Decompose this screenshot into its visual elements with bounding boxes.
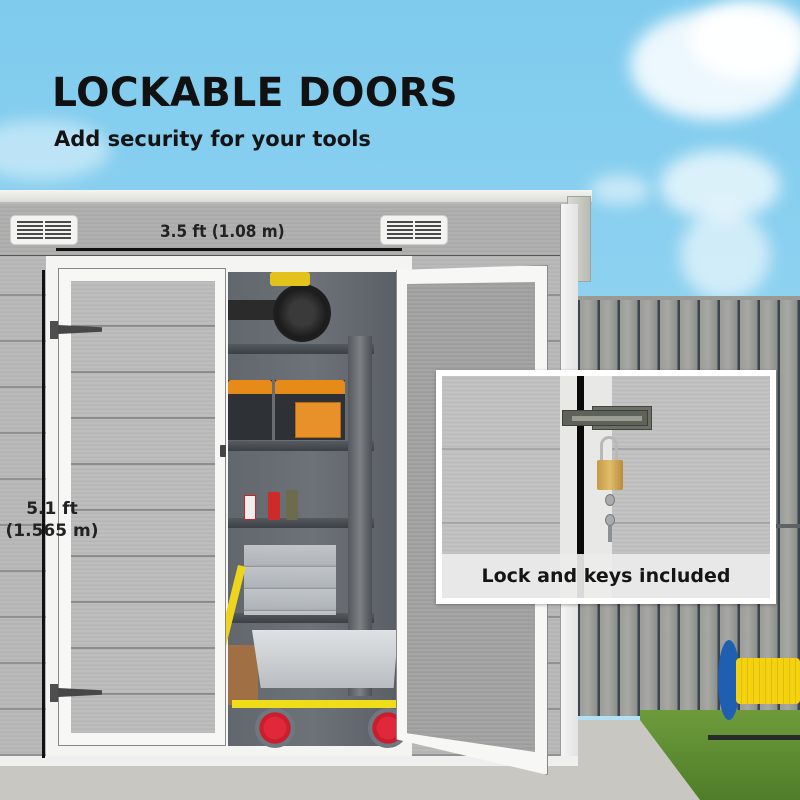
padlock-shackle: [600, 436, 618, 462]
hose-reel-icon: [718, 640, 740, 720]
garden-cart-tub: [252, 630, 398, 688]
lock-closeup-photo: Lock and keys included: [442, 376, 770, 598]
glue-tube-icon: [244, 495, 256, 520]
height-dimension-label: 5.1 ft (1.565 m): [4, 498, 100, 542]
shelf: [228, 518, 374, 528]
width-dimension-line: [56, 248, 402, 251]
cardboard-box: [228, 645, 258, 705]
leaf-blower-handle: [270, 272, 310, 286]
hose-reel-stand: [708, 735, 800, 740]
latch-bolt: [572, 416, 642, 421]
vent-icon: [10, 215, 78, 245]
height-dimension-line: [42, 270, 45, 758]
garden-hose: [736, 658, 800, 704]
shelf: [228, 613, 374, 623]
page-title: LOCKABLE DOORS: [52, 70, 459, 116]
toolbox-icon: [275, 380, 345, 440]
key-icon: [605, 514, 615, 526]
shelf: [228, 441, 374, 451]
key-blade: [608, 526, 612, 542]
width-dimension-label: 3.5 ft (1.08 m): [160, 222, 285, 242]
cart-wheel-icon: [255, 708, 295, 748]
cloud: [590, 175, 650, 205]
cloud: [690, 0, 800, 80]
key-icon: [605, 494, 615, 506]
height-ft: 5.1 ft: [26, 499, 78, 519]
page-subtitle: Add security for your tools: [54, 127, 371, 151]
shed-header-panel: [0, 204, 578, 256]
inset-caption-bar: Lock and keys included: [442, 554, 770, 598]
storage-bins: [244, 545, 336, 615]
shed-roof: [0, 190, 592, 204]
leaf-blower-tube: [228, 300, 278, 320]
cloud: [660, 150, 780, 220]
cloud: [680, 210, 770, 300]
toolbox-icon: [228, 380, 272, 440]
lock-detail-inset: Lock and keys included: [436, 370, 776, 604]
hinge-icon: [50, 684, 102, 702]
left-door[interactable]: [58, 268, 226, 746]
bottle-icon: [268, 492, 280, 520]
garden-cart-frame: [232, 700, 398, 708]
height-m: (1.565 m): [5, 521, 99, 541]
hinge-icon: [50, 321, 102, 339]
shelf: [228, 344, 374, 354]
inset-caption: Lock and keys included: [481, 565, 731, 587]
door-gap: [577, 376, 584, 598]
door-panel: [71, 281, 215, 733]
leaf-blower-icon: [273, 284, 331, 342]
door-handle-icon[interactable]: [220, 445, 226, 457]
vent-icon: [380, 215, 448, 245]
oil-bottle-icon: [286, 490, 298, 520]
padlock-icon: [597, 460, 623, 490]
shed-base: [0, 756, 578, 766]
cloud: [0, 120, 110, 180]
